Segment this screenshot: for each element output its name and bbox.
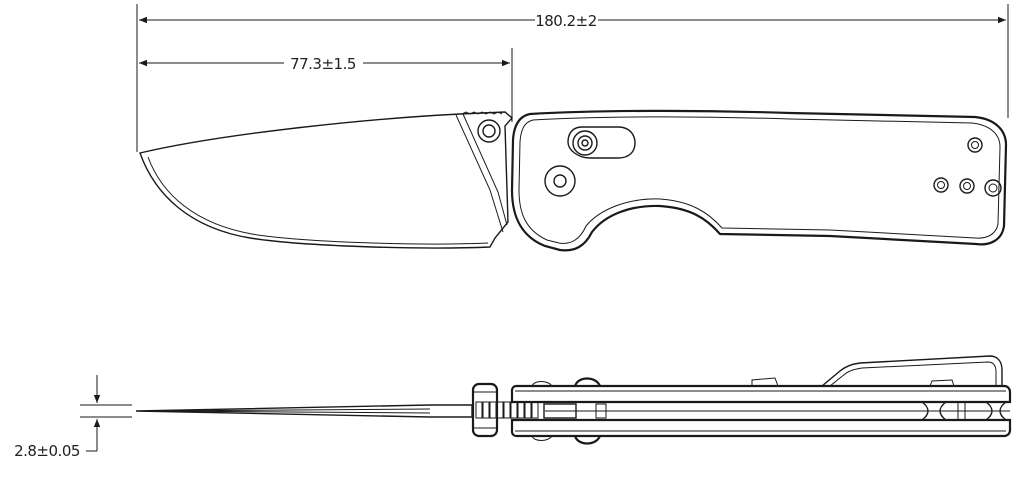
- pivot-screw-inner: [482, 124, 496, 138]
- top-view: [135, 355, 1012, 445]
- blade-length-label: 77.3±1.5: [290, 55, 356, 73]
- overall-length-label: 180.2±2: [535, 12, 597, 30]
- handle-top-scale-upper: [510, 384, 1012, 404]
- blade-ricasso-line-2: [462, 113, 508, 226]
- lanyard-hole: [984, 179, 1002, 197]
- stop-pin-top: [531, 381, 553, 387]
- blade-thickness-dimension: 2.8±0.05: [14, 375, 132, 460]
- blade-ricasso-line: [455, 114, 504, 233]
- thumb-stud-outer: [572, 130, 598, 156]
- handle-side-view: [510, 109, 1008, 252]
- handle-inner-bevel: [518, 116, 1001, 244]
- handle-screw-inner: [963, 182, 971, 190]
- blade-top-centerline: [149, 410, 431, 414]
- lanyard-hole-inner: [988, 183, 998, 193]
- pivot-screw-outer: [477, 119, 501, 143]
- handle-screw: [933, 177, 949, 193]
- lock-window: [595, 403, 607, 419]
- clip-screw-head: [929, 379, 955, 387]
- handle-screw-top-inner: [971, 141, 979, 149]
- handle-outline: [510, 109, 1008, 252]
- blade-outline: [139, 111, 513, 249]
- overall-length-dimension: 180.2±2: [136, 4, 1009, 152]
- handle-top-scale-lower: [510, 418, 1012, 438]
- stop-pin-bottom: [531, 435, 553, 441]
- lock-slot: [543, 403, 577, 419]
- spine-jimping: [461, 111, 503, 115]
- pocket-clip-inner: [829, 361, 997, 387]
- rear-standoff: [921, 401, 947, 421]
- blade-side-view: [139, 111, 513, 249]
- thumb-stud-top-lower: [573, 435, 602, 445]
- handle-screw: [959, 178, 975, 194]
- thumb-stud-inner: [577, 135, 593, 151]
- stop-pin-inner: [553, 174, 567, 188]
- thumb-stud-top-upper: [573, 377, 602, 387]
- handle-screw-top: [967, 137, 983, 153]
- stop-pin-outer: [544, 165, 576, 197]
- clip-screw-head: [751, 377, 779, 387]
- thumb-stud-center: [581, 139, 589, 147]
- pivot-washers: [475, 401, 539, 419]
- pocket-clip: [821, 355, 1003, 387]
- blade-edge-bevel: [147, 156, 489, 245]
- rear-standoff: [985, 401, 1007, 421]
- thumb-stud-slot: [567, 126, 636, 159]
- blade-thickness-label: 2.8±0.05: [14, 442, 80, 460]
- blade-top-centerline: [149, 408, 431, 412]
- handle-screw-inner: [937, 181, 945, 189]
- blade-length-dimension: 77.3±1.5: [139, 48, 513, 122]
